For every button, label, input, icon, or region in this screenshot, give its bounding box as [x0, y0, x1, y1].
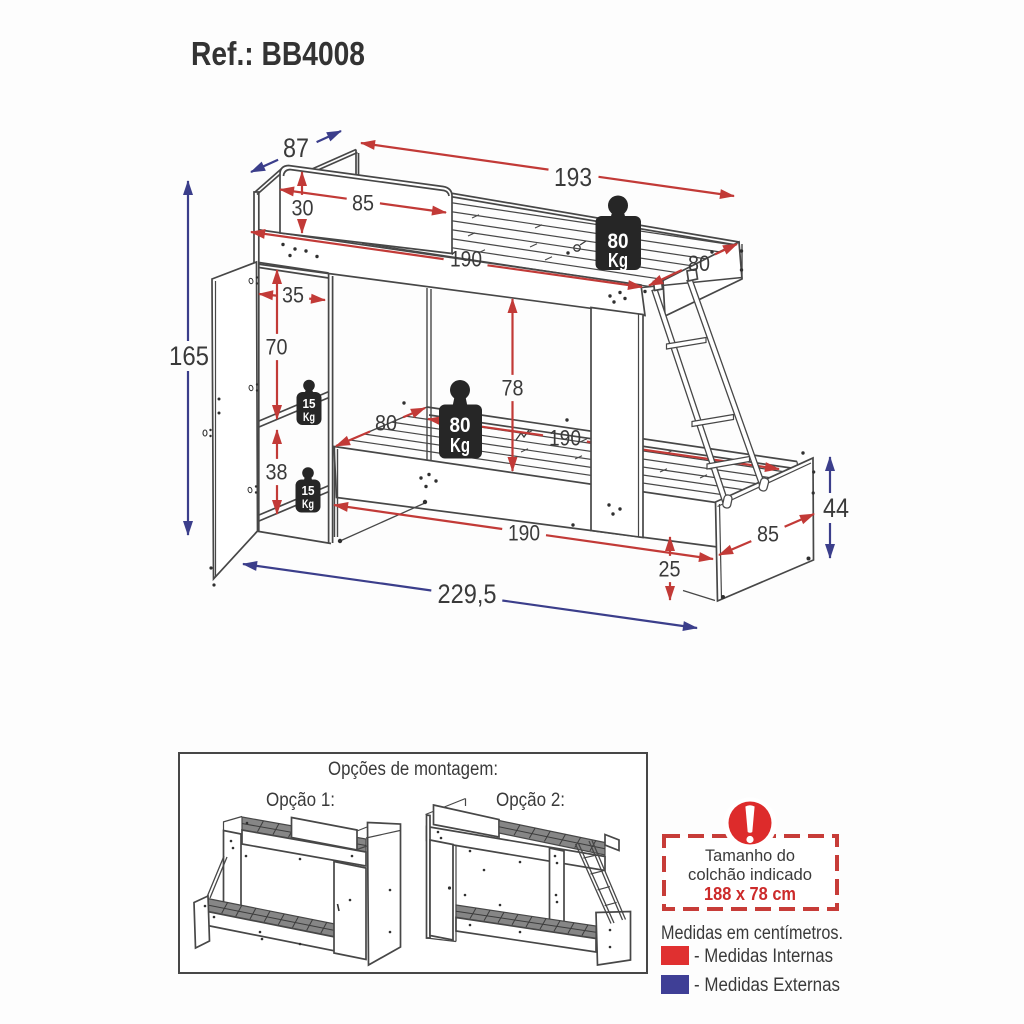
svg-text:15: 15: [302, 483, 315, 498]
svg-text:Tamanho do: Tamanho do: [705, 846, 795, 865]
svg-text:44: 44: [823, 493, 849, 523]
svg-text:Opções de montagem:: Opções de montagem:: [328, 759, 498, 780]
svg-text:- Medidas Internas: - Medidas Internas: [694, 946, 833, 967]
svg-text:87: 87: [283, 133, 309, 163]
svg-text:193: 193: [554, 162, 592, 192]
svg-text:38: 38: [266, 460, 288, 485]
svg-text:85: 85: [352, 191, 374, 216]
svg-text:Opção 1:: Opção 1:: [266, 790, 335, 811]
svg-text:190: 190: [508, 521, 540, 546]
svg-text:165: 165: [169, 341, 209, 371]
svg-text:Kg: Kg: [302, 497, 314, 511]
svg-text:70: 70: [266, 335, 288, 360]
svg-text:80: 80: [688, 251, 710, 276]
svg-text:Opção 2:: Opção 2:: [496, 790, 565, 811]
svg-text:Medidas em centímetros.: Medidas em centímetros.: [661, 923, 843, 944]
svg-text:25: 25: [659, 557, 681, 582]
svg-text:30: 30: [292, 196, 314, 221]
svg-text:188 x 78 cm: 188 x 78 cm: [704, 884, 796, 904]
svg-text:80: 80: [375, 411, 397, 436]
svg-text:Kg: Kg: [303, 410, 315, 424]
svg-text:Kg: Kg: [450, 435, 470, 457]
svg-text:78: 78: [502, 376, 524, 401]
svg-text:229,5: 229,5: [438, 579, 497, 609]
svg-text:Ref.: BB4008: Ref.: BB4008: [191, 35, 365, 72]
svg-text:35: 35: [282, 283, 304, 308]
svg-text:190: 190: [549, 426, 581, 451]
svg-text:80: 80: [608, 230, 629, 253]
svg-text:- Medidas Externas: - Medidas Externas: [694, 975, 840, 996]
svg-text:colchão indicado: colchão indicado: [688, 865, 812, 884]
svg-text:190: 190: [450, 247, 482, 272]
svg-text:15: 15: [303, 396, 316, 411]
svg-text:Kg: Kg: [608, 250, 628, 272]
svg-text:85: 85: [757, 522, 779, 547]
svg-text:80: 80: [450, 414, 471, 437]
